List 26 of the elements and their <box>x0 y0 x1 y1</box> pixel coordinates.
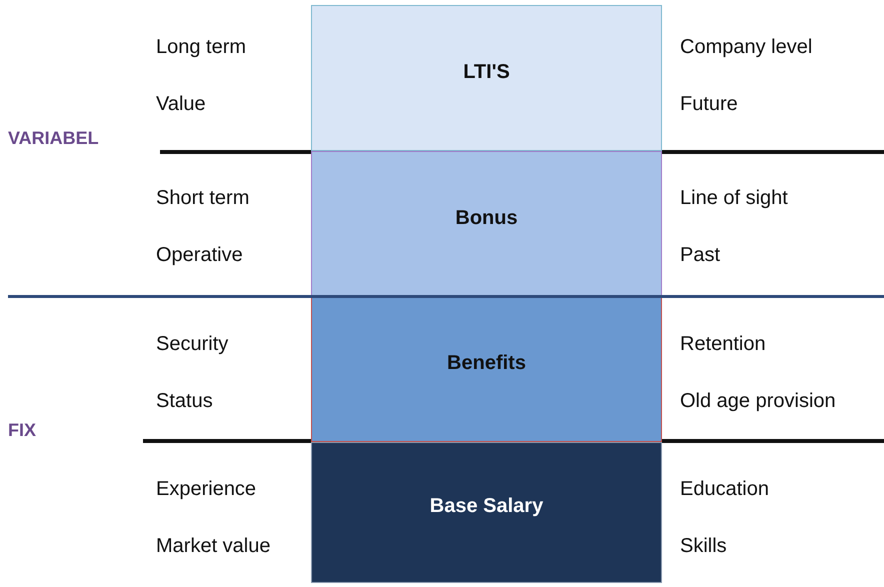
side-note: Skills <box>680 534 727 558</box>
tier-block <box>311 5 662 151</box>
side-note: Line of sight <box>680 186 788 210</box>
side-note: Future <box>680 92 738 116</box>
side-note: Operative <box>156 243 243 267</box>
tier-label: LTI'S <box>463 60 510 84</box>
tier-label: Bonus <box>455 206 518 230</box>
tier-label: Base Salary <box>430 495 544 518</box>
side-note: Retention <box>680 332 766 356</box>
side-note: Short term <box>156 186 250 210</box>
side-note: Experience <box>156 477 256 501</box>
side-note: Education <box>680 477 769 501</box>
side-note: Security <box>156 332 228 356</box>
tier-block <box>311 297 662 442</box>
side-note: Company level <box>680 35 812 59</box>
side-note: Status <box>156 389 213 413</box>
side-note: Old age provision <box>680 389 836 413</box>
tier-block <box>311 442 662 583</box>
side-note: Long term <box>156 35 246 59</box>
category-label: FIX <box>8 420 36 441</box>
tier-label: Benefits <box>447 352 526 375</box>
tier-block <box>311 151 662 297</box>
side-note: Value <box>156 92 206 116</box>
side-note: Market value <box>156 534 270 558</box>
category-label: VARIABEL <box>8 128 99 149</box>
side-note: Past <box>680 243 720 267</box>
